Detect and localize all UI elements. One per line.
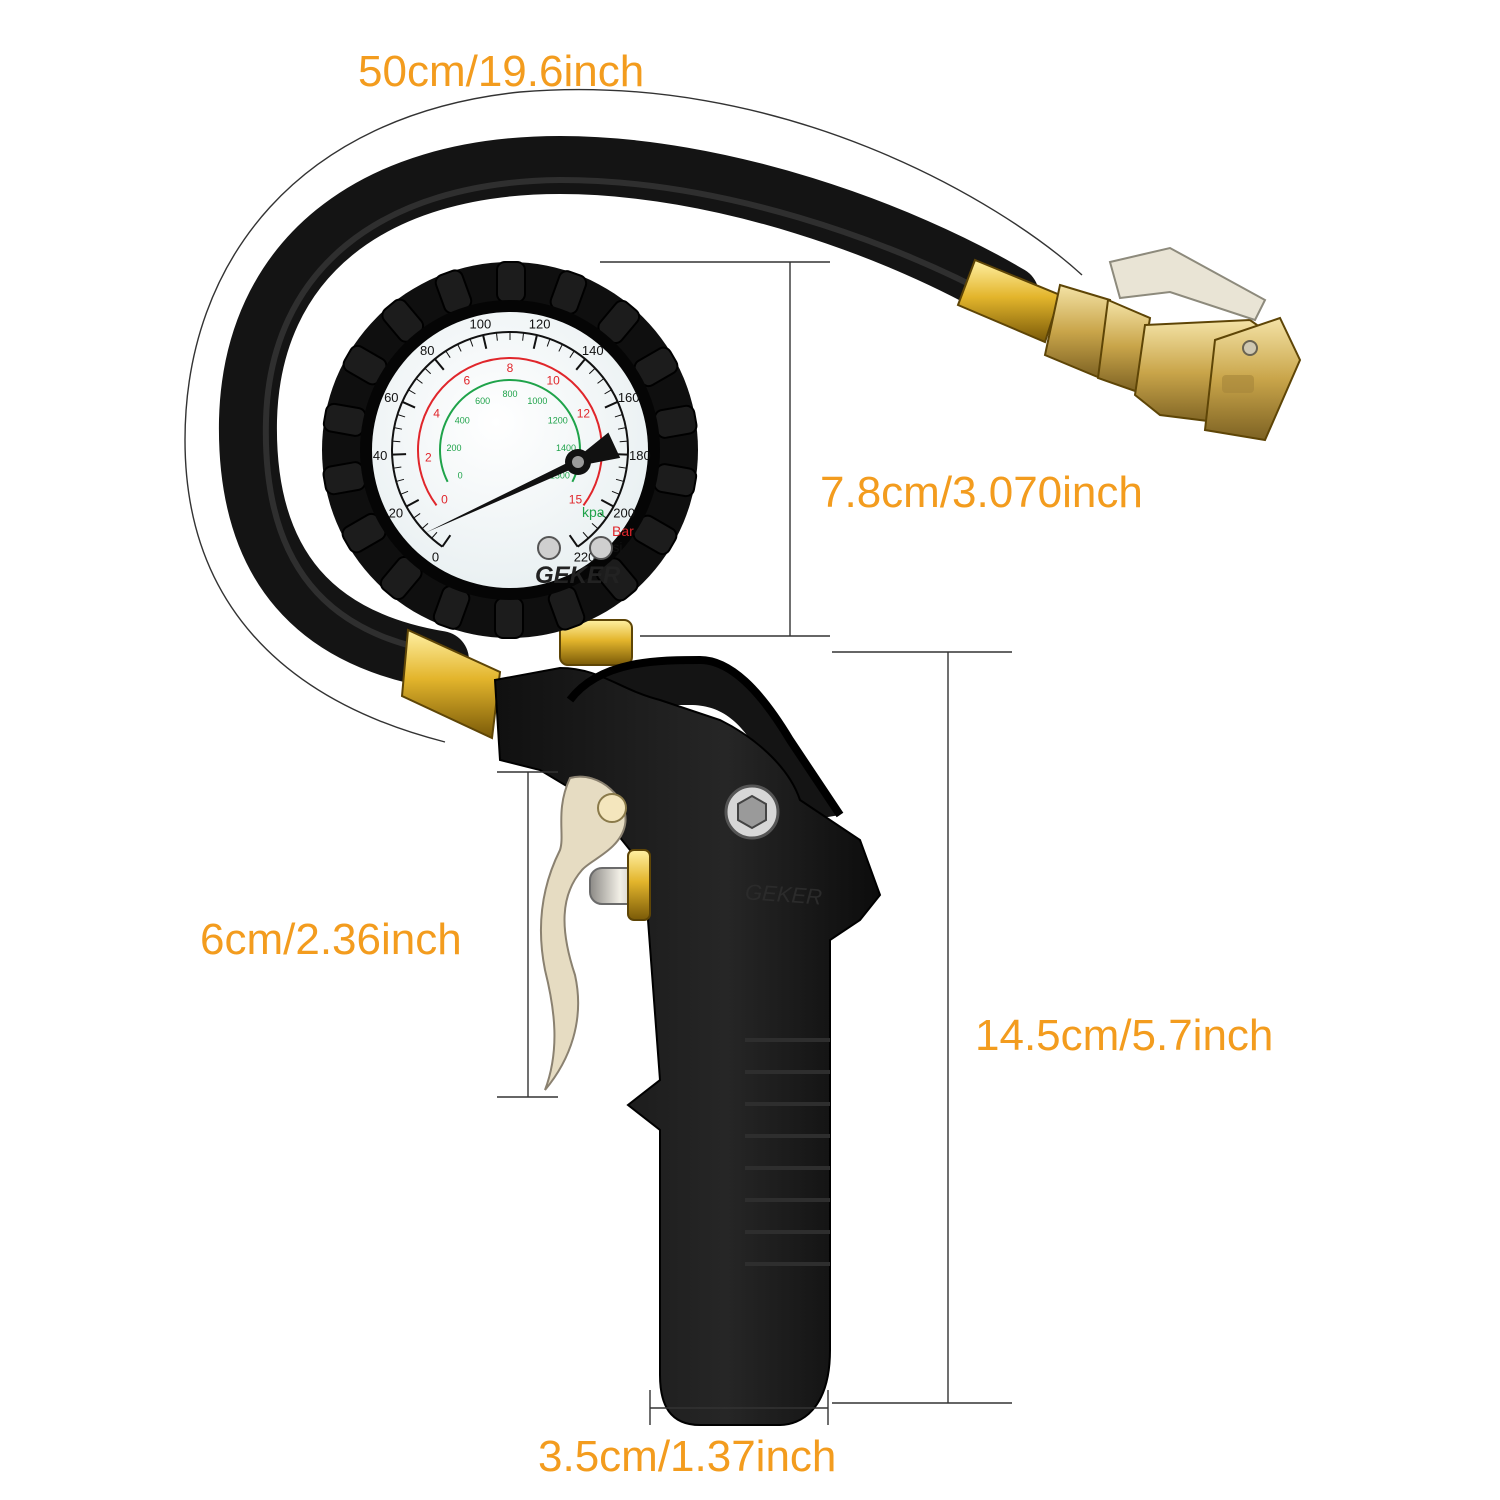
psi-tick: [600, 498, 615, 508]
bar-scale-label: 10: [546, 373, 560, 387]
psi-tick: [469, 338, 474, 347]
psi-tick: [611, 490, 620, 495]
psi-tick: [392, 453, 407, 456]
gauge-needle: [425, 432, 621, 533]
psi-tick: [434, 358, 445, 371]
gauge-dimension-line: [600, 261, 830, 637]
kpa-scale-label: 800: [502, 389, 517, 399]
psi-tick: [532, 334, 538, 349]
trigger: [540, 775, 651, 1091]
psi-scale-label: 80: [420, 343, 434, 358]
psi-tick: [393, 466, 402, 469]
kpa-scale-label: 1000: [527, 396, 547, 406]
psi-tick: [604, 400, 619, 409]
trigger-length-label: 6cm/2.36inch: [200, 915, 462, 964]
inflator-gun-body: GEKER: [493, 655, 882, 1426]
psi-tick: [445, 350, 451, 358]
gauge-diameter-label: 7.8cm/3.070inch: [820, 468, 1143, 517]
psi-tick: [397, 414, 406, 418]
bar-scale-label: 12: [577, 406, 591, 420]
psi-tick: [588, 367, 596, 375]
psi-tick: [599, 513, 607, 519]
psi-tick: [400, 490, 409, 495]
psi-tick: [431, 531, 438, 539]
bar-scale-label: 6: [464, 373, 471, 387]
psi-tick: [394, 427, 403, 430]
psi-tick: [617, 427, 626, 430]
psi-scale-label: 120: [529, 316, 551, 331]
kpa-scale-label: 600: [475, 396, 490, 406]
psi-tick: [413, 513, 421, 519]
psi-tick: [614, 414, 623, 418]
hose-length-arc: [184, 88, 1083, 743]
psi-tick: [408, 389, 416, 395]
grip-dimension-line: [649, 1390, 829, 1425]
kpa-scale-label: 1500: [550, 470, 570, 480]
psi-tick: [597, 378, 605, 384]
grip-ribs: [745, 1038, 830, 1266]
psi-tick: [575, 358, 586, 371]
bar-scale-label: 2: [425, 451, 432, 465]
psi-tick: [546, 338, 551, 347]
bar-unit-label: Bar: [612, 523, 634, 539]
psi-tick: [568, 534, 579, 548]
pressure-gauge: 0 20 40 60 80 100 120 140 160 180 200 220 0 2 4 6 8 10 12 1…: [322, 261, 698, 639]
psi-tick: [591, 522, 599, 530]
psi-scale-label: 140: [582, 343, 604, 358]
psi-tick: [619, 440, 628, 443]
bar-scale-label: 0: [441, 492, 448, 506]
psi-tick: [396, 478, 405, 482]
psi-scale-label: 160: [618, 390, 640, 405]
brass-chuck: [956, 246, 1302, 442]
psi-tick: [405, 498, 420, 508]
psi-tick: [558, 344, 563, 352]
psi-tick: [522, 332, 525, 341]
psi-scale-label: 60: [384, 390, 398, 405]
grip-width-label: 3.5cm/1.37inch: [538, 1432, 837, 1481]
brass-ferrule-left: [400, 628, 502, 740]
kpa-scale-label: 1200: [548, 416, 568, 426]
psi-scale-label: 200: [613, 505, 635, 520]
gauge-stem: [559, 619, 633, 666]
psi-tick: [457, 344, 462, 352]
kpa-unit-label: kpa: [582, 504, 605, 520]
psi-tick: [495, 332, 498, 341]
psi-tick: [441, 534, 452, 548]
psi-tick: [482, 334, 488, 349]
handle-dimension-line: [832, 651, 1012, 1404]
kpa-scale-label: 1400: [556, 443, 576, 453]
psi-tick: [618, 466, 627, 469]
psi-scale-label: 100: [470, 316, 492, 331]
psi-tick: [615, 478, 624, 482]
air-hose: [218, 135, 1039, 689]
kpa-scale-label: 400: [455, 416, 470, 426]
psi-tick: [582, 531, 589, 539]
psi-scale-label: 180: [629, 448, 651, 463]
kpa-scale-arc: [439, 378, 581, 483]
bar-scale-label: 8: [507, 361, 514, 375]
trigger-dimension-line: [497, 771, 558, 1098]
handle-brand: GEKER: [744, 879, 823, 909]
gauge-dial: [372, 312, 648, 588]
psi-tick: [604, 389, 612, 395]
psi-scale-label: 20: [389, 505, 403, 520]
kpa-scale-label: 0: [458, 470, 463, 480]
bar-scale-label: 15: [569, 492, 583, 506]
hose-length-label: 50cm/19.6inch: [358, 47, 645, 96]
psi-tick: [401, 400, 416, 409]
psi-tick: [421, 522, 429, 530]
bar-scale-label: 4: [433, 406, 440, 420]
kpa-scale-label: 200: [447, 443, 462, 453]
gauge-brand: GEKER: [535, 562, 621, 589]
psi-scale-label: 40: [373, 448, 387, 463]
psi-scale-label: 0: [432, 549, 439, 564]
handle-height-label: 14.5cm/5.7inch: [975, 1011, 1274, 1060]
psi-scale-label: 220: [574, 549, 596, 564]
psi-tick: [569, 350, 575, 358]
psi-tick: [415, 378, 423, 384]
psi-tick: [392, 440, 401, 443]
psi-tick: [424, 367, 432, 375]
